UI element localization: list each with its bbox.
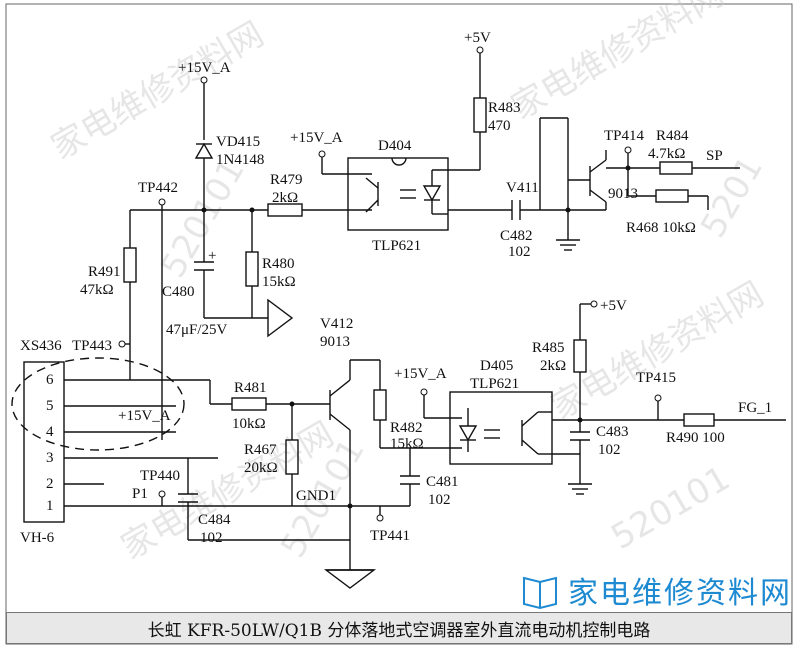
label-r479: R479	[270, 172, 303, 188]
label-d405-part: TLP621	[470, 376, 519, 392]
label-tp442: TP442	[138, 180, 178, 196]
label-c481-value: 102	[428, 492, 451, 508]
labels: +15V_A +5V VD415 1N4148 D404 TLP621 R483…	[20, 30, 772, 546]
label-vcc5: +5V	[600, 298, 627, 314]
label-r485-value: 2kΩ	[540, 358, 566, 374]
label-v411: V411	[506, 180, 539, 196]
vcc-terminal	[200, 76, 208, 84]
label-tp440: TP440	[140, 468, 180, 484]
watermark-text: 520101	[605, 458, 737, 558]
label-r491: R491	[88, 264, 121, 280]
resistor-r490	[683, 413, 715, 427]
site-logo: 家电维修资料网	[520, 568, 792, 612]
label-r479-value: 2kΩ	[272, 190, 298, 206]
label-pin: 5	[46, 398, 54, 414]
watermark-text: 520101	[153, 152, 253, 284]
label-r483: R483	[488, 100, 521, 116]
resistor-r483	[473, 97, 487, 133]
label-vcc15a: +15V_A	[118, 408, 171, 424]
label-vd415-part: 1N4148	[216, 152, 264, 168]
connector-vh6	[23, 361, 65, 523]
label-gnd1: GND1	[296, 488, 336, 504]
label-pin: 2	[46, 476, 54, 492]
logo-text: 家电维修资料网	[568, 576, 792, 611]
bottom-circuit	[11, 300, 786, 589]
watermark-text: 5201	[693, 150, 771, 245]
label-r491-value: 47kΩ	[80, 282, 114, 298]
label-c484-value: 102	[200, 530, 223, 546]
optocoupler-d404	[347, 157, 449, 231]
label-xs436: XS436	[20, 338, 62, 354]
label-r485: R485	[532, 340, 565, 356]
top-circuit	[123, 46, 740, 440]
label-r482: R482	[390, 420, 423, 436]
label-r481: R481	[234, 380, 267, 396]
label-c482-value: 102	[508, 244, 531, 260]
label-tp443: TP443	[72, 338, 112, 354]
label-p1: P1	[132, 486, 148, 502]
label-d405: D405	[480, 358, 513, 374]
label-c480: C480	[162, 284, 195, 300]
label-c483: C483	[596, 424, 629, 440]
label-v412: V412	[320, 316, 353, 332]
label-c482: C482	[500, 228, 533, 244]
resistor-r468	[655, 189, 689, 203]
label-c483-value: 102	[598, 442, 621, 458]
resistor-r480	[245, 251, 259, 287]
diode-vd415	[194, 142, 214, 159]
label-vcc15a: +15V_A	[394, 366, 447, 382]
label-tp415: TP415	[636, 370, 676, 386]
label-r468: R468 10kΩ	[626, 220, 696, 236]
label-tp441: TP441	[370, 528, 410, 544]
page-border	[5, 3, 793, 645]
label-r467: R467	[244, 442, 277, 458]
label-r484-value: 4.7kΩ	[648, 146, 685, 162]
label-r480: R480	[262, 256, 295, 272]
label-r484: R484	[656, 128, 689, 144]
label-r467-value: 20kΩ	[244, 460, 278, 476]
watermark-text: 家电维修资料网	[505, 0, 731, 128]
test-point-tp442	[158, 198, 166, 206]
label-r480-value: 15kΩ	[262, 274, 296, 290]
label-d404: D404	[378, 138, 412, 154]
resistor-r485	[573, 339, 587, 373]
label-v411-part: 9013	[608, 186, 638, 202]
resistor-r484	[659, 161, 693, 175]
optocoupler-d405	[449, 391, 553, 465]
label-fg1: FG_1	[738, 400, 772, 416]
label-tp414: TP414	[604, 128, 645, 144]
label-pin: 4	[46, 424, 54, 440]
connector-highlight	[11, 357, 185, 451]
label-c480-plus: +	[208, 248, 216, 264]
label-c480-value: 47μF/25V	[166, 322, 228, 338]
label-vcc15a: +15V_A	[178, 60, 231, 76]
label-r482-value: 15kΩ	[390, 436, 424, 452]
book-icon	[523, 576, 557, 610]
label-r483-value: 470	[488, 118, 511, 134]
label-sp: SP	[706, 148, 723, 164]
label-pin: 6	[46, 372, 54, 388]
label-c481: C481	[426, 474, 459, 490]
ground-symbol	[323, 569, 377, 589]
label-pin: 3	[46, 450, 54, 466]
label-vh6: VH-6	[20, 530, 55, 546]
label-d404-part: TLP621	[372, 238, 421, 254]
label-vd415: VD415	[216, 134, 260, 150]
label-c484: C484	[198, 512, 231, 528]
label-pin: 1	[46, 498, 54, 514]
ground-arrow	[267, 298, 294, 338]
figure-caption: 长虹 KFR-50LW/Q1B 分体落地式空调器室外直流电动机控制电路	[6, 612, 792, 644]
resistor-r481	[231, 397, 267, 411]
label-vcc5: +5V	[464, 30, 491, 46]
resistor-r491	[123, 247, 137, 283]
label-v412-part: 9013	[320, 334, 350, 350]
resistor-r482	[373, 389, 387, 421]
label-vcc15a: +15V_A	[290, 130, 343, 146]
label-r490: R490 100	[666, 430, 725, 446]
label-r481-value: 10kΩ	[232, 416, 266, 432]
